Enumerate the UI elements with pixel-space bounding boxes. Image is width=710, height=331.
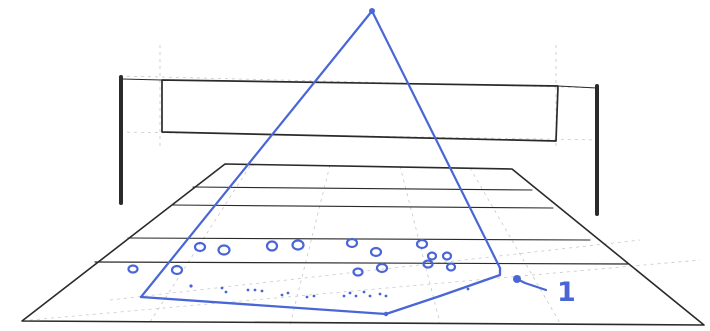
player-marker: [347, 239, 357, 247]
court: [22, 164, 704, 325]
foot-mark: [221, 287, 224, 290]
player-marker: [172, 266, 182, 274]
foot-mark: [287, 292, 290, 295]
field-of-view-boundary: [141, 268, 500, 314]
foot-mark: [189, 284, 192, 287]
foot-mark: [261, 290, 264, 293]
player-marker: [417, 240, 427, 248]
net-top-cord: [121, 79, 162, 80]
foot-mark: [306, 296, 309, 299]
foot-mark: [281, 294, 284, 297]
player-marker: [293, 241, 304, 250]
boundary-vertex: [384, 312, 388, 316]
foot-mark: [343, 295, 346, 298]
player-marker: [443, 253, 451, 260]
foot-mark: [363, 291, 366, 294]
player-marker: [428, 253, 436, 260]
foot-mark: [313, 295, 316, 298]
net-band: [162, 80, 558, 141]
foot-mark: [369, 295, 372, 298]
court-line: [128, 238, 590, 240]
player-marker: [129, 266, 138, 273]
foot-mark: [385, 295, 388, 298]
foot-marks: [189, 284, 469, 298]
court-centre-line: [95, 262, 628, 264]
view-ray-left: [141, 11, 372, 297]
player-marker: [219, 246, 230, 255]
foot-mark: [254, 289, 257, 292]
foot-mark: [467, 288, 470, 291]
foot-mark: [247, 289, 250, 292]
foot-mark: [349, 292, 352, 295]
player-marker: [267, 242, 277, 251]
construction-lines: [30, 45, 700, 325]
camera-frustum: [141, 8, 500, 316]
callout-leader: [517, 279, 546, 290]
foot-mark: [355, 295, 358, 298]
player-marker: [447, 264, 455, 271]
court-line: [172, 205, 553, 208]
callout-label: 1: [557, 277, 576, 308]
foot-mark: [225, 291, 228, 294]
player-marker: [377, 264, 387, 272]
players: [129, 239, 456, 276]
callout-1: 1: [513, 275, 576, 308]
player-marker: [371, 248, 381, 256]
volleyball-net: [121, 77, 597, 214]
foot-mark: [379, 293, 382, 296]
